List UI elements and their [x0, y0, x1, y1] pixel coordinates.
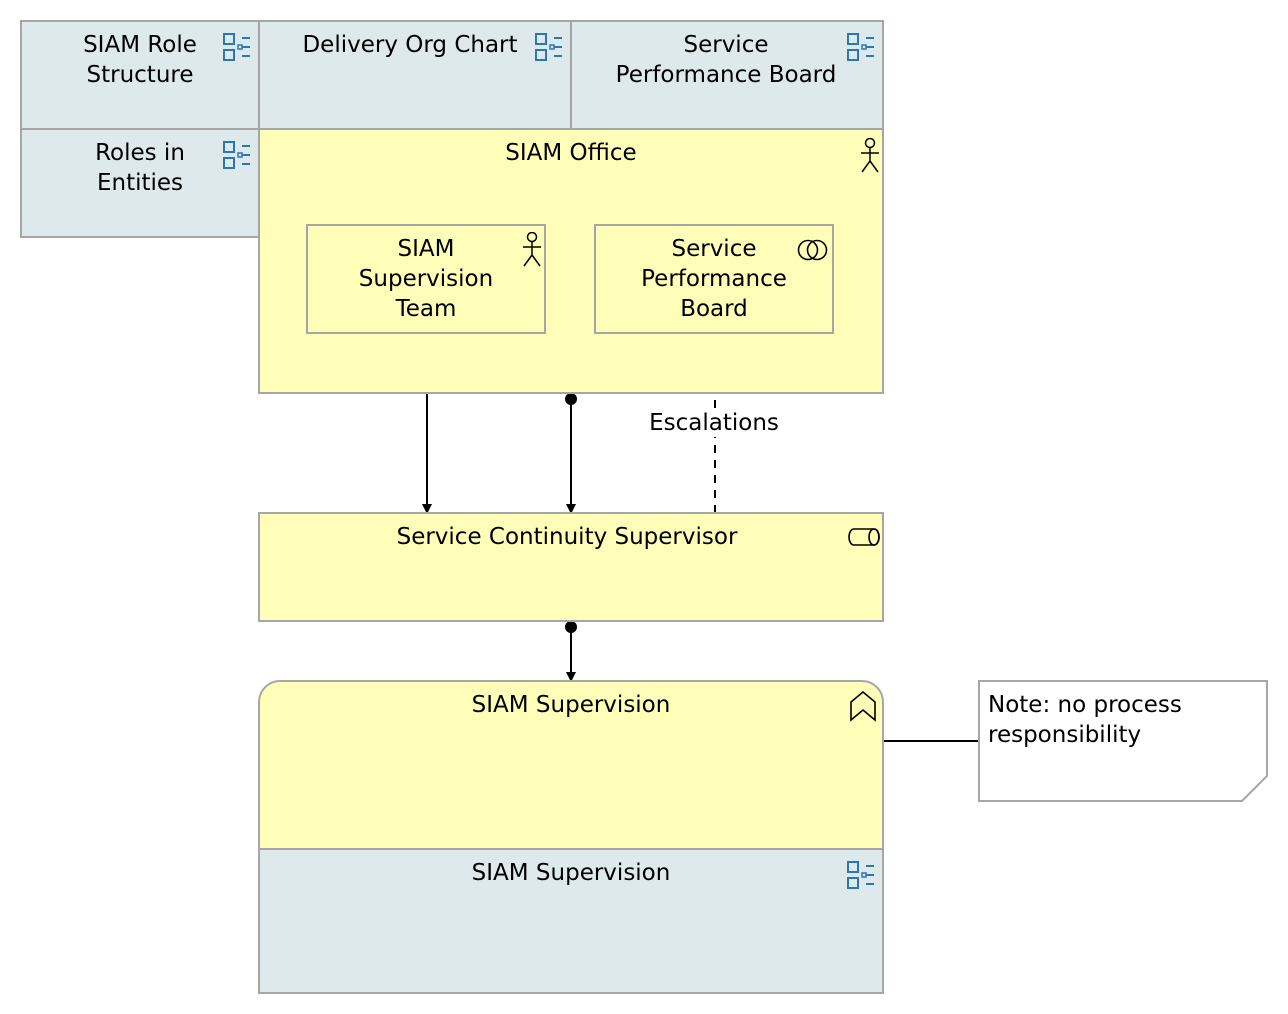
- actor-siam-supervision-team[interactable]: SIAM Supervision Team: [306, 224, 546, 334]
- role-icon: [848, 528, 880, 546]
- assignment-office-to-supervisor[interactable]: [565, 393, 577, 514]
- role-title: Service Continuity Supervisor: [396, 524, 738, 550]
- collaboration-icon: [797, 239, 828, 261]
- assignment-supervisor-to-function[interactable]: [565, 621, 577, 682]
- collaboration-service-performance-board[interactable]: Service Performance Board: [594, 224, 834, 334]
- view-title: SIAM Supervision: [471, 860, 671, 886]
- view-service-performance-board[interactable]: Service Performance Board: [570, 20, 884, 130]
- function-siam-supervision[interactable]: SIAM Supervision: [258, 680, 884, 850]
- actor-title: SIAM Supervision Team: [358, 236, 494, 322]
- view-title: Delivery Org Chart: [302, 32, 518, 58]
- view-reference-icon: [847, 33, 874, 61]
- role-service-continuity-supervisor[interactable]: Service Continuity Supervisor: [258, 512, 884, 622]
- view-reference-icon: [223, 33, 250, 61]
- view-reference-icon: [535, 33, 562, 61]
- collaboration-title: Service Performance Board: [641, 236, 787, 322]
- view-title: Service Performance Board: [615, 32, 837, 88]
- view-reference-icon: [847, 861, 874, 889]
- view-reference-icon: [223, 141, 250, 169]
- actor-icon: [861, 138, 879, 173]
- actor-icon: [523, 232, 541, 267]
- escalations-label: Escalations: [648, 409, 780, 437]
- function-title: SIAM Supervision: [471, 692, 671, 718]
- view-title: Roles in Entities: [95, 140, 185, 196]
- actor-title: SIAM Office: [505, 140, 637, 166]
- view-siam-role-structure[interactable]: SIAM Role Structure: [20, 20, 260, 130]
- function-icon: [850, 690, 876, 722]
- note-text: Note: no process responsibility: [988, 692, 1182, 748]
- view-delivery-org-chart[interactable]: Delivery Org Chart: [258, 20, 572, 130]
- view-title: SIAM Role Structure: [83, 32, 197, 88]
- view-siam-supervision[interactable]: SIAM Supervision: [258, 848, 884, 994]
- view-roles-in-entities[interactable]: Roles in Entities: [20, 128, 260, 238]
